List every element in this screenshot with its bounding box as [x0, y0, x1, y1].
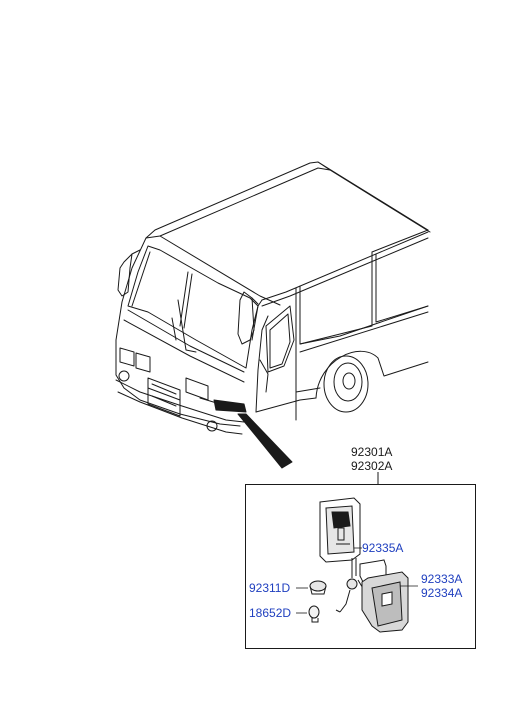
- callout-box: [245, 472, 476, 649]
- lamp-assembly-part: [319, 497, 361, 563]
- lens-part: [359, 559, 409, 633]
- part-number-18652d[interactable]: 18652D: [249, 606, 291, 620]
- part-number-92334a[interactable]: 92334A: [421, 586, 462, 600]
- part-number-92335a[interactable]: 92335A: [362, 541, 403, 555]
- bulb-part: [308, 605, 320, 623]
- bus-illustration: [115, 161, 431, 469]
- part-number-92333a[interactable]: 92333A: [421, 572, 462, 586]
- part-number-92311d[interactable]: 92311D: [249, 581, 290, 595]
- part-number-92302a[interactable]: 92302A: [351, 459, 392, 473]
- socket-wiring-part: [335, 558, 365, 613]
- part-number-92301a[interactable]: 92301A: [351, 445, 392, 459]
- detail-frame: [245, 484, 476, 649]
- bulb-socket-part: [309, 580, 327, 595]
